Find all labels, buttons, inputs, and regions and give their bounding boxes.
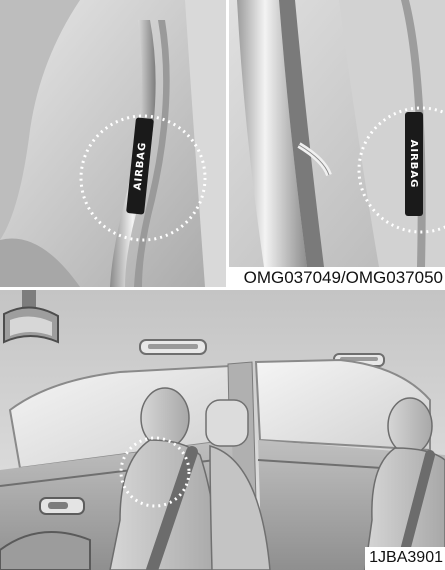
image-code-caption: 1JBA3901: [365, 547, 445, 570]
door-handle: [40, 498, 84, 514]
grab-handle: [140, 340, 206, 354]
airbag-tag-right: AIRBAG: [405, 112, 423, 216]
image-code-caption: OMG037049/OMG037050: [240, 267, 445, 289]
seat-airbag-panel-right: AIRBAG: [229, 0, 445, 267]
airbag-label: AIRBAG: [408, 140, 419, 189]
seat-airbag-panel-left: AIRBAG: [0, 0, 226, 287]
cabin-side-airbag-panel: [0, 290, 445, 570]
